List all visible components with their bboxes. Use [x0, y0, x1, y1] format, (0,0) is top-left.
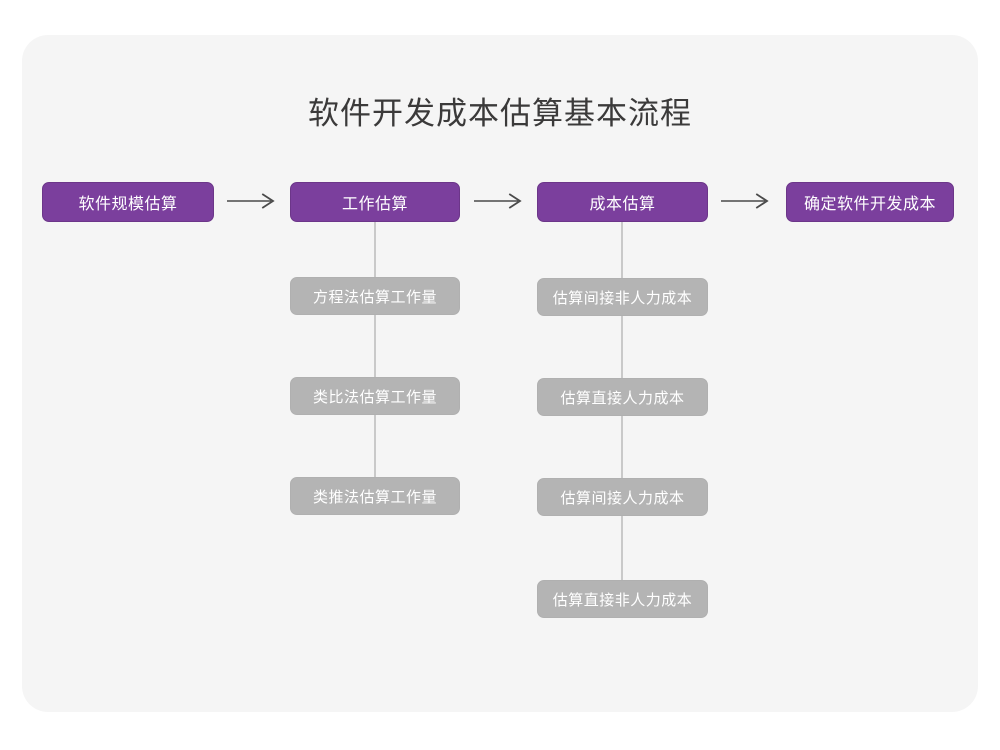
stage-node-software-scale-estimation[interactable]: 软件规模估算: [42, 182, 214, 222]
flow-arrow-1: [224, 186, 280, 216]
substep-node-label: 类推法估算工作量: [312, 488, 437, 506]
page-title: 软件开发成本估算基本流程: [308, 96, 692, 131]
substep-node-label: 估算直接非人力成本: [552, 591, 693, 609]
substep-node-label: 估算间接人力成本: [560, 489, 685, 507]
substep-node-direct-nonlabor-cost[interactable]: 估算直接非人力成本: [537, 580, 708, 618]
substep-node-analogy-method[interactable]: 类比法估算工作量: [290, 377, 460, 415]
substep-node-equation-method[interactable]: 方程法估算工作量: [290, 277, 460, 315]
flow-arrow-2: [471, 186, 527, 216]
stage-node-cost-estimation[interactable]: 成本估算: [537, 182, 708, 222]
stage-node-determine-development-cost[interactable]: 确定软件开发成本: [786, 182, 954, 222]
substep-node-inference-method[interactable]: 类推法估算工作量: [290, 477, 460, 515]
substep-node-indirect-labor-cost[interactable]: 估算间接人力成本: [537, 478, 708, 516]
substep-node-direct-labor-cost[interactable]: 估算直接人力成本: [537, 378, 708, 416]
substep-node-label: 方程法估算工作量: [312, 288, 437, 306]
substep-node-label: 估算间接非人力成本: [552, 289, 693, 307]
stage-node-label: 工作估算: [341, 196, 408, 213]
stage-node-label: 软件规模估算: [78, 196, 178, 213]
flow-arrow-3: [718, 186, 774, 216]
stage-node-label: 确定软件开发成本: [803, 196, 936, 213]
substep-node-label: 类比法估算工作量: [312, 388, 437, 406]
substep-node-indirect-nonlabor-cost[interactable]: 估算间接非人力成本: [537, 278, 708, 316]
substep-node-label: 估算直接人力成本: [560, 389, 685, 407]
connector-stage-2: [374, 222, 376, 500]
diagram-card: [22, 35, 978, 712]
stage-node-effort-estimation[interactable]: 工作估算: [290, 182, 460, 222]
stage-node-label: 成本估算: [589, 196, 656, 213]
